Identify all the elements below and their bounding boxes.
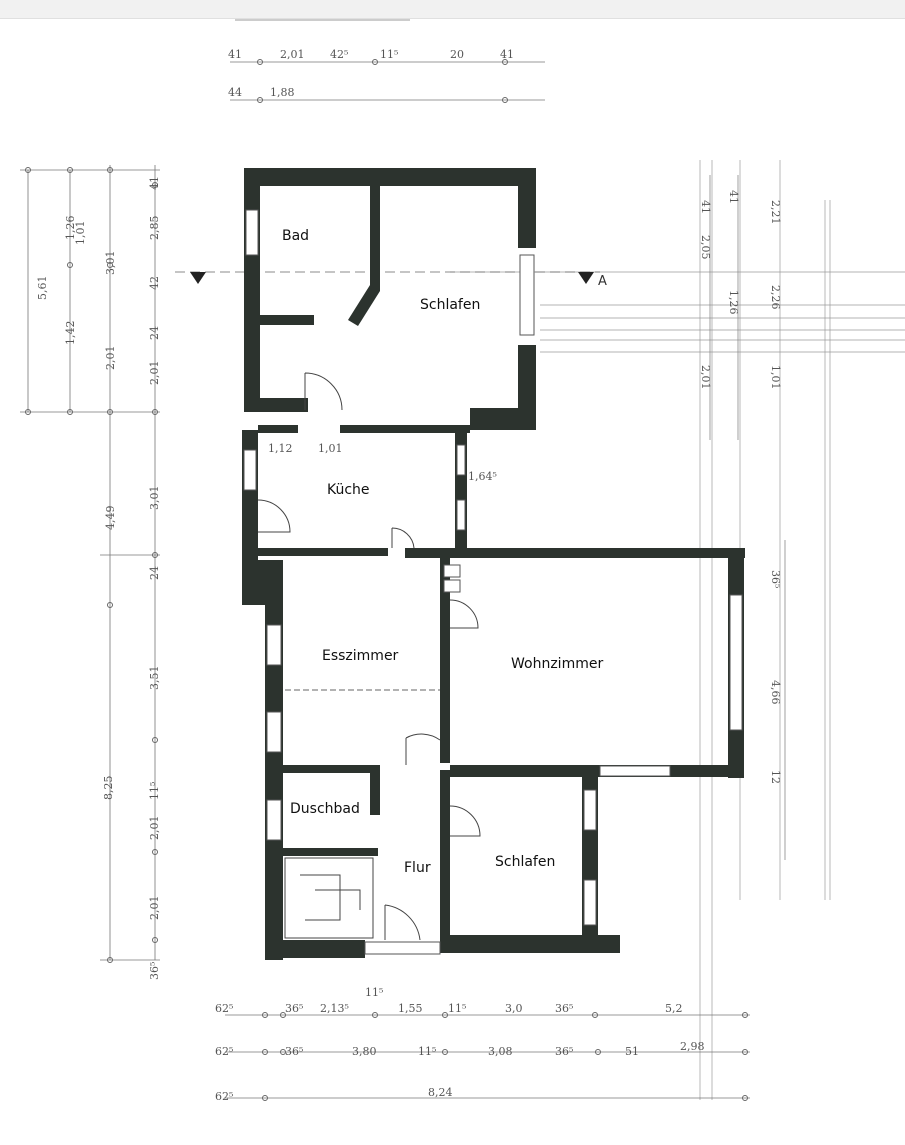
room-label-schlafen-bottom: Schlafen xyxy=(495,854,556,870)
dim-top-3: 42⁵ xyxy=(330,48,348,61)
dim-left-inner-2: 2,85 xyxy=(148,216,161,241)
bottom-dimension-lines xyxy=(225,1014,750,1099)
dim-left-outer-2: 8,25 xyxy=(102,776,115,801)
room-label-kueche: Küche xyxy=(327,482,370,498)
dim-top-6: 41 xyxy=(500,48,514,61)
dim-left-mid-4: 3,01 xyxy=(104,251,117,276)
walls-top-block xyxy=(244,168,536,430)
room-label-esszimmer: Esszimmer xyxy=(322,648,399,664)
windows-lower-block xyxy=(243,444,743,955)
left-dimension-lines xyxy=(20,165,160,961)
dim-right-1: 41 xyxy=(699,200,712,214)
room-label-flur: Flur xyxy=(404,860,431,876)
dim-inner-112: 1,12 xyxy=(268,442,293,455)
dim-bot1-5: 1,55 xyxy=(398,1002,423,1015)
top-toolbar-strip xyxy=(0,0,905,19)
dim-bot1-9: 5,2 xyxy=(665,1002,683,1015)
dim-inner-101: 1,01 xyxy=(318,442,343,455)
dim-left-inner-9: 11⁵ xyxy=(148,782,161,800)
dim-bot1-1: 62⁵ xyxy=(215,1002,233,1015)
dim-top-1: 41 xyxy=(228,48,242,61)
room-label-schlafen-top: Schlafen xyxy=(420,297,481,313)
dimension-labels: 41 2,01 42⁵ 11⁵ 20 41 44 1,88 62⁵ 36⁵ 2,… xyxy=(36,48,782,1103)
dim-bot2-7: 51 xyxy=(625,1045,639,1058)
shower-detail xyxy=(284,857,374,939)
dim-bot3-1: 62⁵ xyxy=(215,1090,233,1103)
dim-bot2-6: 36⁵ xyxy=(555,1045,573,1058)
dim-bot2-5: 3,08 xyxy=(488,1045,513,1058)
dim-bot1-6: 11⁵ xyxy=(448,1002,466,1015)
dim-left-inner-5: 2,01 xyxy=(148,361,161,386)
dim-left-mid-3: 1,42 xyxy=(64,321,77,346)
dim-right-3: 2,21 xyxy=(769,200,782,225)
door-swings xyxy=(257,372,481,941)
dim-right-4: 2,05 xyxy=(699,235,712,260)
dim-left-inner-4: 24 xyxy=(148,326,161,340)
dim-bot2-4: 11⁵ xyxy=(418,1045,436,1058)
dim-right-6: 2,26 xyxy=(769,285,782,310)
windows-top-block xyxy=(245,209,535,336)
dim-bot1-3: 2,13⁵ xyxy=(320,1002,349,1015)
dim-left-inner-11: 2,01 xyxy=(148,896,161,921)
dim-right-7: 2,01 xyxy=(699,365,712,390)
dim-left-inner-3: 42 xyxy=(148,276,161,290)
dim-right-2: 41 xyxy=(727,190,740,204)
walls-lower-block xyxy=(242,425,745,960)
dimension-ticks xyxy=(25,59,748,1101)
dim-left-inner-8: 3,51 xyxy=(148,666,161,691)
dim-left-mid-6: 2,01 xyxy=(104,346,117,371)
dim-left-mid-1: 1,26 xyxy=(64,216,77,241)
dim-right-9: 36⁵ xyxy=(769,570,782,588)
dim-right-11: 12 xyxy=(769,770,782,784)
dim-left-inner-7: 24 xyxy=(148,566,161,580)
dim-bot2-3: 3,80 xyxy=(352,1045,377,1058)
dim-left-mid-2: 1,01 xyxy=(74,221,87,246)
dim-top-2: 2,01 xyxy=(280,48,305,61)
dim-right-10: 4,66 xyxy=(769,680,782,705)
dim-bot2-8: 2,98 xyxy=(680,1040,705,1053)
dim-right-8: 1,01 xyxy=(769,365,782,390)
dim-bot2-2: 36⁵ xyxy=(285,1045,303,1058)
dim-top-4: 11⁵ xyxy=(380,48,398,61)
section-marker-label: A xyxy=(598,274,607,289)
dim-left-inner-10: 2,01 xyxy=(148,816,161,841)
room-label-duschbad: Duschbad xyxy=(290,801,360,817)
room-label-bad: Bad xyxy=(282,228,310,244)
dim-inner-1645: 1,64⁵ xyxy=(468,470,497,483)
section-line-a xyxy=(175,271,600,284)
dim-bot2-1: 62⁵ xyxy=(215,1045,233,1058)
dim-left-inner-12: 36⁵ xyxy=(148,962,161,980)
room-label-wohnzimmer: Wohnzimmer xyxy=(511,656,604,672)
scan-grid-lines xyxy=(450,160,905,1100)
dim-left-inner-6: 3,01 xyxy=(148,486,161,511)
dim-left-inner-1: 41 xyxy=(148,176,161,190)
dim-top2-2: 1,88 xyxy=(270,86,295,99)
dim-top-5: 20 xyxy=(450,48,464,61)
dim-bot3-2: 8,24 xyxy=(428,1086,453,1099)
dim-left-mid-5: 4,49 xyxy=(104,506,117,531)
dim-bot1-4: 11⁵ xyxy=(365,986,383,999)
dim-left-outer-1: 5,61 xyxy=(36,276,49,301)
dim-bot1-2: 36⁵ xyxy=(285,1002,303,1015)
dim-top2-1: 44 xyxy=(228,86,242,99)
dim-right-5: 1,26 xyxy=(727,290,740,315)
top-dimension-lines xyxy=(230,19,545,101)
dim-bot1-7: 3,0 xyxy=(505,1002,523,1015)
dim-bot1-8: 36⁵ xyxy=(555,1002,573,1015)
right-dimension-lines xyxy=(709,175,786,860)
